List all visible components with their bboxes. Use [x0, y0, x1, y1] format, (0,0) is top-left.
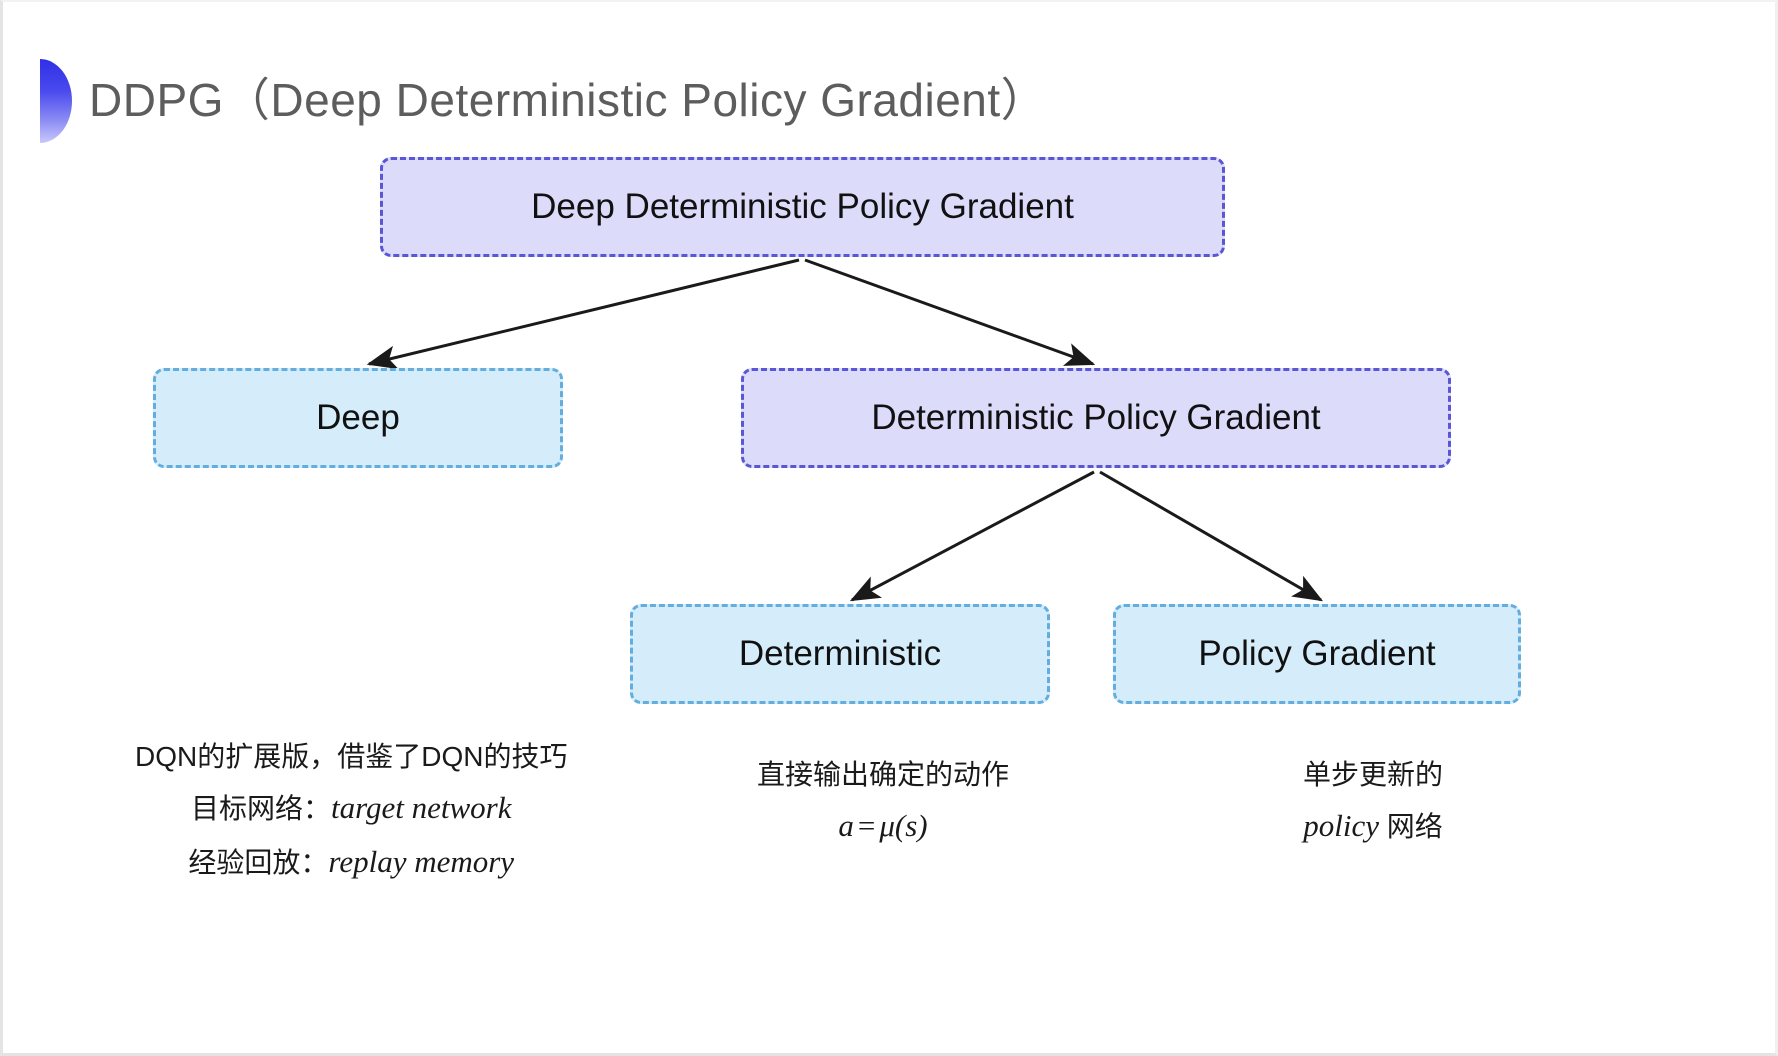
edge-root-to-dpg	[804, 258, 1096, 366]
annotation-deterministic-formula: a=μ(s)	[693, 799, 1073, 853]
annotation-policy-gradient-line-2-value: policy	[1303, 808, 1379, 843]
formula-rhs: μ(s)	[879, 808, 928, 843]
annotation-deep-line-2: 目标网络：target network	[135, 781, 567, 835]
edge-dpg-to-deterministic	[849, 470, 1095, 602]
node-policy-gradient[interactable]: Policy Gradient	[1113, 604, 1521, 704]
annotation-deep: DQN的扩展版，借鉴了DQN的技巧 目标网络：target network 经验…	[135, 732, 567, 890]
annotation-deep-line-3-label: 经验回放：	[188, 847, 329, 879]
node-deep[interactable]: Deep	[153, 368, 563, 468]
annotation-deep-line-2-value: target network	[330, 790, 512, 825]
edge-dpg-to-policy-gradient	[1099, 470, 1324, 602]
node-deterministic-policy-gradient[interactable]: Deterministic Policy Gradient	[741, 368, 1451, 468]
annotation-policy-gradient: 单步更新的 policy 网络	[1193, 750, 1553, 853]
annotation-policy-gradient-line-1: 单步更新的	[1302, 759, 1443, 790]
node-deep-deterministic-policy-gradient[interactable]: Deep Deterministic Policy Gradient	[380, 157, 1225, 257]
bullet-shape	[40, 59, 72, 143]
annotation-deterministic-line-1: 直接输出确定的动作	[756, 759, 1009, 790]
annotation-deterministic: 直接输出确定的动作 a=μ(s)	[693, 750, 1073, 853]
annotation-deep-line-2-label: 目标网络：	[190, 793, 331, 824]
annotation-policy-gradient-line-2-suffix: 网络	[1378, 811, 1443, 842]
edge-root-to-deep	[366, 258, 800, 370]
annotation-deep-line-3-value: replay memory	[328, 844, 515, 880]
page-title: DDPG（Deep Deterministic Policy Gradient）	[89, 74, 1048, 126]
node-deterministic[interactable]: Deterministic	[630, 604, 1050, 704]
formula-operator: =	[857, 808, 876, 843]
annotation-policy-gradient-line-2: policy 网络	[1193, 799, 1553, 853]
annotation-deep-line-3: 经验回放：replay memory	[135, 835, 567, 889]
annotation-deep-line-1: DQN的扩展版，借鉴了DQN的技巧	[135, 741, 568, 772]
formula-lhs: a	[838, 808, 854, 843]
half-circle-gradient-bullet-icon	[40, 59, 72, 143]
